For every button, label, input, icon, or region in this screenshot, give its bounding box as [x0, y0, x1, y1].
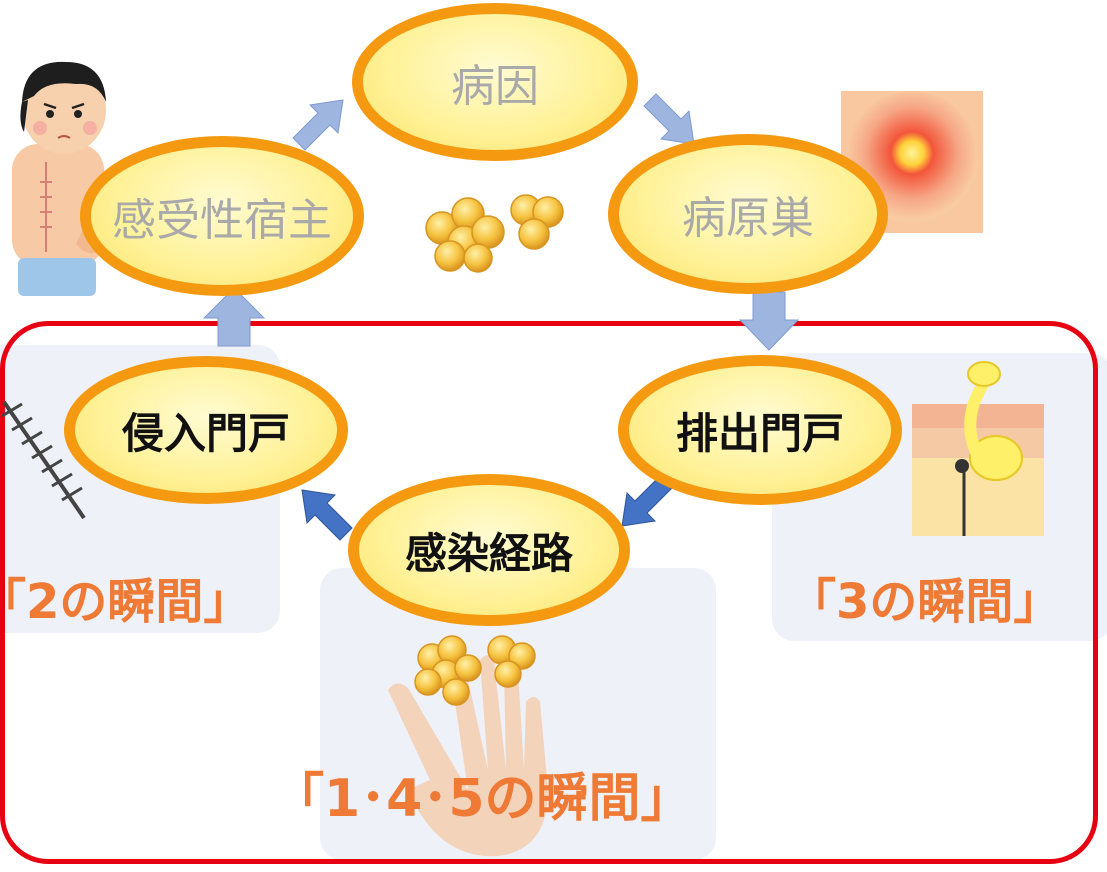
moment-3-label: 「3の瞬間」: [788, 574, 1062, 630]
node-exit: 排出門戸: [618, 355, 902, 505]
node-host: 感受性宿主: [80, 136, 364, 296]
node-host-label: 感受性宿主: [112, 195, 332, 246]
bacteria-cluster-icon: [425, 194, 564, 273]
skin-cross-section-icon: [912, 361, 1044, 536]
node-exit-label: 排出門戸: [675, 408, 844, 458]
node-route: 感染経路: [348, 474, 630, 626]
node-reservoir-label: 病原巣: [682, 193, 814, 244]
arrow-entry-to-host: [202, 287, 266, 347]
node-cause-label: 病因: [451, 61, 539, 112]
arrow-reservoir-to-exit: [738, 291, 800, 351]
node-entry: 侵入門戸: [64, 356, 348, 504]
surgical-wound-icon: [1, 400, 86, 520]
infection-control-frame: [0, 321, 1098, 864]
arrow-cause-to-reservoir: [643, 93, 695, 145]
moment-145-label: 「1･4･5の瞬間」: [272, 769, 693, 829]
node-reservoir: 病原巣: [608, 134, 888, 294]
node-route-label: 感染経路: [404, 528, 573, 578]
arrow-route-to-entry: [301, 489, 353, 541]
hand-icon: [388, 635, 548, 857]
arrow-host-to-cause: [292, 99, 344, 151]
node-entry-label: 侵入門戸: [121, 408, 290, 458]
moment-2-label: 「2の瞬間」: [0, 574, 252, 630]
node-cause: 病因: [352, 3, 638, 161]
patient-illustration: [12, 61, 108, 296]
